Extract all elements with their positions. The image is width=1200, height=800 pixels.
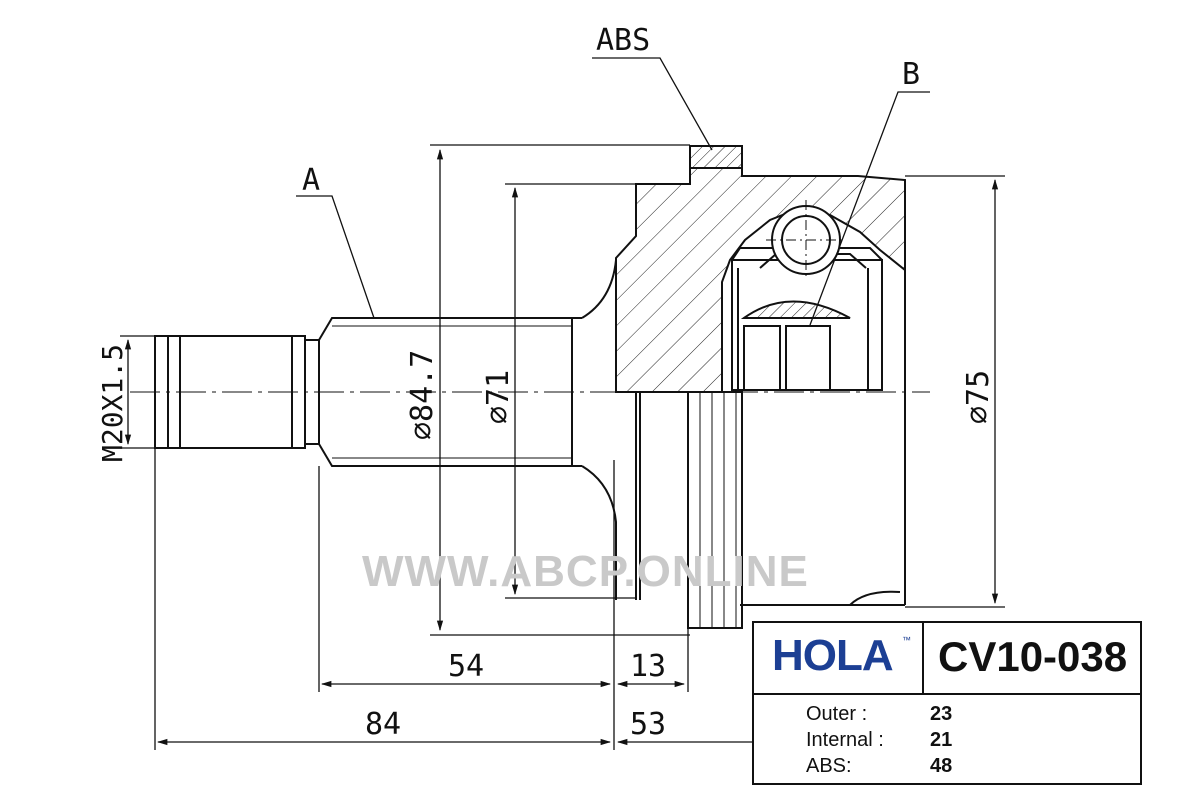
dim-75: ⌀75 (961, 370, 996, 424)
neck-fillet-lower (581, 465, 617, 600)
spline-shaft (318, 317, 582, 467)
label-abs: ABS (596, 23, 650, 58)
label-b: B (902, 57, 920, 92)
brand-trademark: ™ (902, 635, 911, 645)
ball (766, 200, 846, 280)
spec-value-abs: 48 (930, 755, 953, 777)
leader-b (809, 91, 930, 326)
info-header: HOLA ™ CV10-038 (754, 623, 1140, 695)
spec-value-internal: 21 (930, 729, 953, 751)
leader-a (296, 195, 375, 319)
bell-housing-section (615, 167, 906, 393)
dim-54: 54 (448, 649, 484, 684)
brand-cell: HOLA ™ (754, 623, 924, 693)
brand-logo: HOLA (772, 631, 894, 680)
dim-53: 53 (630, 707, 666, 742)
dim-13: 13 (630, 649, 666, 684)
dim-84-7: ⌀84.7 (405, 350, 440, 440)
spec-value-outer: 23 (930, 703, 953, 725)
spec-label-abs: ABS: (806, 755, 852, 777)
info-box: HOLA ™ CV10-038 Outer : 23 Internal : 21… (752, 621, 1142, 785)
label-a: A (302, 163, 320, 198)
dim-thread: M20X1.5 (96, 344, 129, 462)
abs-tab (689, 145, 743, 169)
neck-fillet (581, 259, 617, 392)
part-number: CV10-038 (938, 633, 1128, 680)
spec-label-internal: Internal : (806, 729, 884, 751)
watermark: WWW.ABCP.ONLINE (362, 547, 809, 596)
dim-84: 84 (365, 707, 401, 742)
leader-abs (592, 57, 713, 151)
spec-label-outer: Outer : (806, 703, 868, 725)
dim-71: ⌀71 (481, 370, 516, 424)
abs-tone-ring (687, 391, 743, 629)
